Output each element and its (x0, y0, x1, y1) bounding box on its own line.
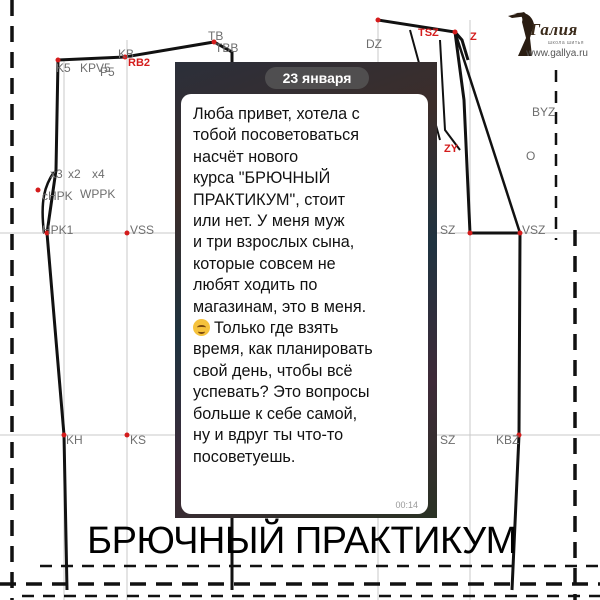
label-kb: KB (118, 47, 134, 61)
message-line: курса "БРЮЧНЫЙ (193, 169, 331, 188)
winking-face-icon (193, 319, 210, 337)
label-o: O (526, 149, 535, 163)
brand-subtitle: школа шитья (548, 40, 584, 46)
label-vsz: VSZ (522, 223, 545, 237)
message-line: ПРАКТИКУМ", стоит (193, 190, 346, 209)
message-time: 00:14 (395, 500, 418, 510)
label-sz: SZ (440, 433, 455, 447)
label-tb: TB (208, 29, 223, 43)
message-line: время, как планировать (193, 340, 373, 359)
message-line: магазинам, это в меня. (193, 297, 367, 316)
label-tsz: TSZ (418, 27, 439, 39)
label-k5: K5 (56, 61, 71, 75)
front-crotch-curve (41, 171, 56, 234)
message-line: больше к себе самой, (193, 404, 358, 423)
label-vss: VSS (130, 223, 154, 237)
dashed-frame-inner (22, 70, 600, 598)
label-kbz: KBZ (496, 433, 519, 447)
label-ks: KS (130, 433, 146, 447)
chat-date-badge: 23 января (265, 67, 369, 89)
label-dz: DZ (366, 37, 382, 51)
label-x3: x3 (50, 167, 63, 181)
label-kpv5: KPV5 (80, 61, 111, 75)
label-tbb: TBB (215, 41, 238, 55)
label-kh: KH (66, 433, 83, 447)
label-rb2: RB2 (128, 57, 150, 69)
site-url[interactable]: www.gallya.ru (526, 48, 588, 59)
label-byz: BYZ (532, 105, 555, 119)
label-x4: x4 (92, 167, 105, 181)
label-x2: x2 (68, 167, 81, 181)
chat-screenshot: 23 января Люба привет, хотела с тобой пос… (175, 62, 437, 518)
message-line: или нет. У меня муж (193, 212, 345, 231)
label-z: Z (470, 31, 477, 43)
back-right-edge (453, 31, 522, 234)
message-line: посоветуешь. (193, 447, 296, 466)
message-line: тобой посоветоваться (193, 126, 359, 145)
brand-name: Галия (530, 20, 578, 39)
message-line: любят ходить по (193, 276, 318, 295)
message-line: Только где взять (193, 318, 416, 339)
pattern-point-labels: K5 KPV5 P5 KB RB2 TBB TB x3 x2 x4 сHPK W… (42, 27, 555, 447)
message-line: свой день, чтобы всё (193, 361, 353, 380)
label-wppk: WPPK (80, 187, 115, 201)
message-line: Люба привет, хотела с (193, 105, 360, 123)
label-zy: ZY (444, 143, 459, 155)
label-hpk1: HPK1 (42, 223, 74, 237)
fashion-silhouette-icon (508, 12, 534, 56)
pattern-point-markers (35, 17, 523, 438)
message-text: Люба привет, хотела с тобой посоветоватьс… (193, 104, 416, 468)
label-sz-hip: SZ (440, 223, 455, 237)
message-line: насчёт нового (193, 147, 299, 166)
message-line: ну и вдруг ты что-то (193, 426, 344, 445)
label-chpk: сHPK (42, 189, 73, 203)
message-line: успевать? Это вопросы (193, 383, 370, 402)
label-p5: P5 (100, 65, 115, 79)
course-caption: БРЮЧНЫЙ ПРАКТИКУМ (87, 520, 517, 562)
message-bubble[interactable]: Люба привет, хотела с тобой посоветоватьс… (181, 94, 428, 514)
message-line: которые совсем не (193, 254, 336, 273)
message-line: и три взрослых сына, (193, 233, 355, 252)
